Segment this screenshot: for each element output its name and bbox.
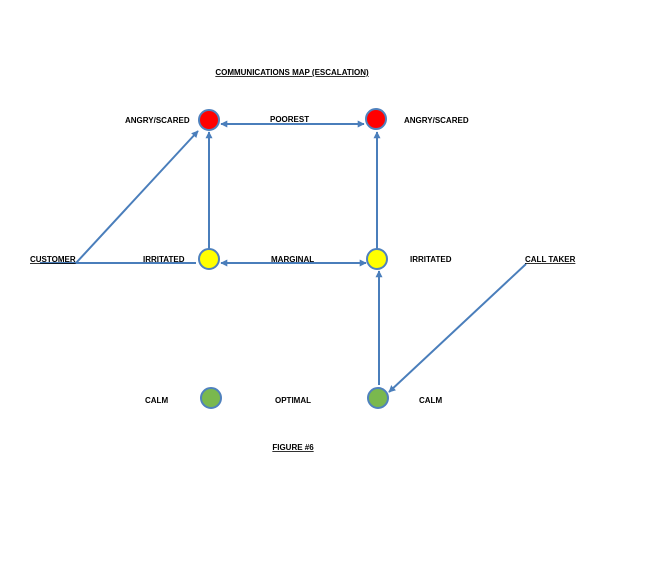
diagram-title: COMMUNICATIONS MAP (ESCALATION) <box>215 68 369 77</box>
node-calm-right <box>367 387 389 409</box>
label-customer: CUSTOMER <box>30 255 76 264</box>
label-angry-left: ANGRY/SCARED <box>125 116 190 125</box>
node-irritated-left <box>198 248 220 270</box>
node-calm-left <box>200 387 222 409</box>
label-call-taker: CALL TAKER <box>525 255 576 264</box>
edge-call-taker-to-calm <box>388 263 527 393</box>
label-marginal: MARGINAL <box>271 255 314 264</box>
label-irritated-left: IRRITATED <box>143 255 185 264</box>
label-calm-right: CALM <box>419 396 442 405</box>
label-angry-right: ANGRY/SCARED <box>404 116 469 125</box>
node-irritated-right <box>366 248 388 270</box>
label-optimal: OPTIMAL <box>275 396 311 405</box>
node-angry-right <box>365 108 387 130</box>
label-poorest: POOREST <box>270 115 309 124</box>
edge-customer-to-angry <box>75 130 199 264</box>
label-calm-left: CALM <box>145 396 168 405</box>
label-irritated-right: IRRITATED <box>410 255 452 264</box>
figure-caption: FIGURE #6 <box>272 443 314 452</box>
node-angry-left <box>198 109 220 131</box>
